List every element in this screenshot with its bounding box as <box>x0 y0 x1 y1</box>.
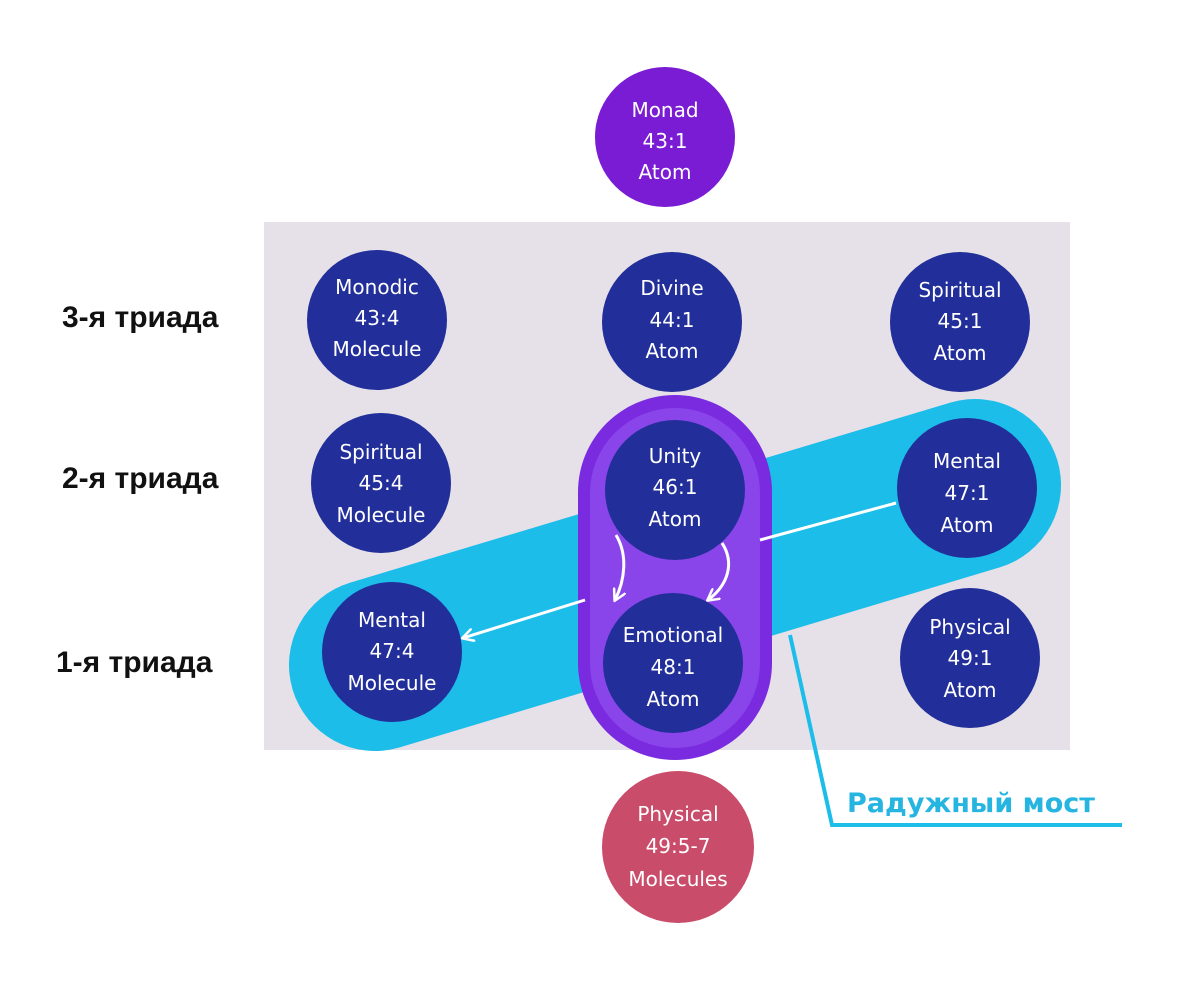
node-unity-kind: Atom <box>649 507 702 531</box>
node-monodic-code: 43:4 <box>355 306 400 330</box>
mental-atom-connector <box>759 501 897 542</box>
node-spiritual-molecule-code: 45:4 <box>359 471 404 495</box>
node-mental-atom-code: 47:1 <box>945 481 990 505</box>
node-mental-molecule-code: 47:4 <box>370 639 415 663</box>
bridge-callout-line <box>788 634 1122 827</box>
node-unity: Unity 46:1 Atom <box>605 420 745 560</box>
node-mental-molecule-kind: Molecule <box>348 671 437 695</box>
node-emotional-kind: Atom <box>647 687 700 711</box>
node-mental-molecule-name: Mental <box>358 608 426 632</box>
node-mental-molecule: Mental 47:4 Molecule <box>322 582 462 722</box>
node-physical-molecules-code: 49:5-7 <box>646 834 711 858</box>
triad-label-third: 3-я триада <box>62 301 219 334</box>
triad-label-first: 1-я триада <box>56 646 213 679</box>
node-monad-code: 43:1 <box>643 129 688 153</box>
rainbow-bridge-label: Радужный мост <box>847 788 1095 819</box>
node-spiritual-molecule: Spiritual 45:4 Molecule <box>311 413 451 553</box>
node-spiritual-molecule-kind: Molecule <box>337 503 426 527</box>
node-spiritual-atom-code: 45:1 <box>938 309 983 333</box>
node-physical-molecules-name: Physical <box>637 802 718 826</box>
mental-molecule-arrow <box>463 598 586 638</box>
unity-to-emotional-arrow-left <box>615 534 624 600</box>
node-divine-name: Divine <box>640 276 703 300</box>
node-spiritual-molecule-name: Spiritual <box>339 440 422 464</box>
node-spiritual-atom: Spiritual 45:1 Atom <box>890 252 1030 392</box>
node-physical-atom-kind: Atom <box>944 678 997 702</box>
node-mental-atom-kind: Atom <box>941 513 994 537</box>
node-mental-atom: Mental 47:1 Atom <box>897 418 1037 558</box>
node-emotional-name: Emotional <box>623 623 723 647</box>
node-spiritual-atom-kind: Atom <box>934 341 987 365</box>
node-monodic: Monodic 43:4 Molecule <box>307 250 447 390</box>
node-monad: Monad 43:1 Atom <box>595 67 735 207</box>
node-physical-atom-code: 49:1 <box>948 646 993 670</box>
node-monodic-kind: Molecule <box>333 337 422 361</box>
triad-label-second: 2-я триада <box>62 462 219 495</box>
node-monodic-name: Monodic <box>335 275 419 299</box>
node-spiritual-atom-name: Spiritual <box>918 278 1001 302</box>
node-physical-atom: Physical 49:1 Atom <box>900 588 1040 728</box>
node-emotional: Emotional 48:1 Atom <box>603 593 743 733</box>
node-divine-code: 44:1 <box>650 308 695 332</box>
node-mental-atom-name: Mental <box>933 449 1001 473</box>
node-physical-molecules-kind: Molecules <box>628 867 727 891</box>
node-monad-name: Monad <box>631 98 698 122</box>
node-divine-kind: Atom <box>646 339 699 363</box>
node-physical-molecules: Physical 49:5-7 Molecules <box>602 771 754 923</box>
node-physical-atom-name: Physical <box>929 615 1010 639</box>
node-monad-kind: Atom <box>639 160 692 184</box>
unity-to-emotional-arrow-right <box>708 542 731 600</box>
node-emotional-code: 48:1 <box>651 655 696 679</box>
node-unity-code: 46:1 <box>653 475 698 499</box>
node-divine: Divine 44:1 Atom <box>602 252 742 392</box>
node-unity-name: Unity <box>649 444 702 468</box>
